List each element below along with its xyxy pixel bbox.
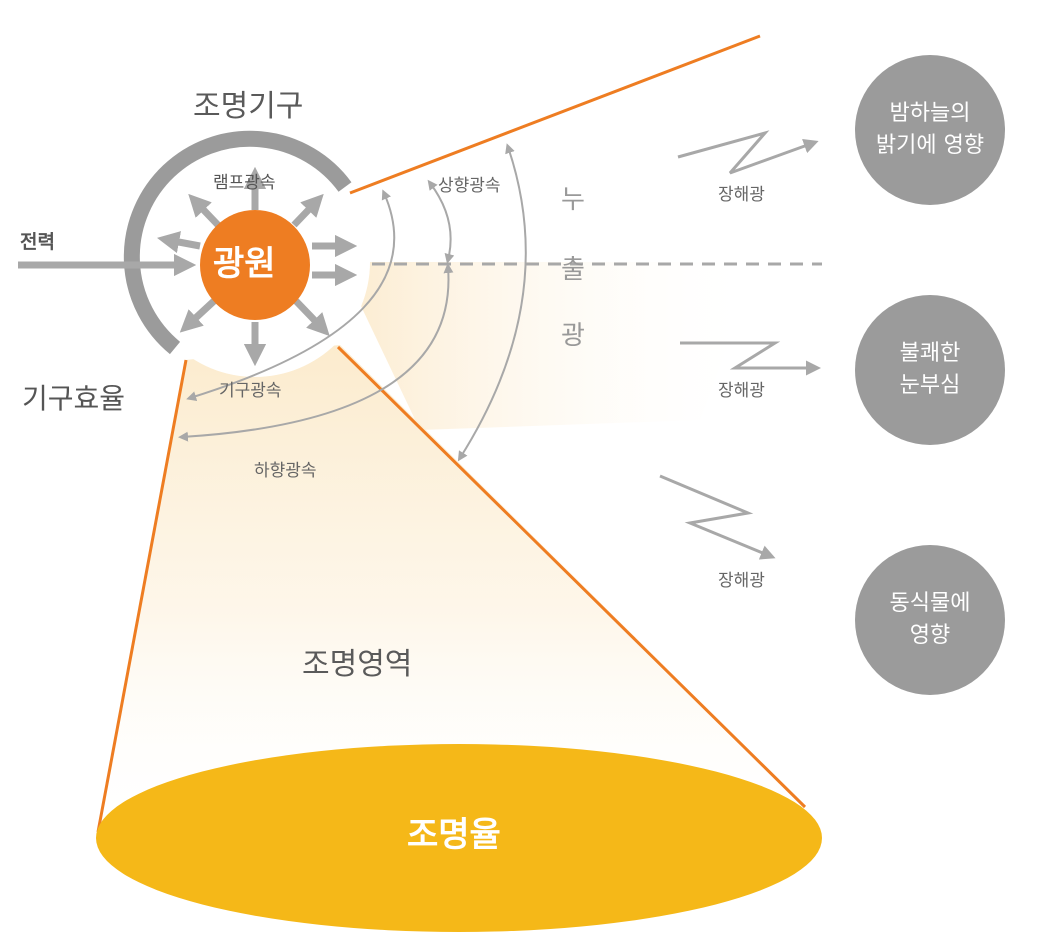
impact-sky-glow-label: 밤하늘의 밝기에 영향 [875, 101, 985, 158]
fixture-label: 조명기구 [193, 89, 304, 124]
upward-flux-label: 상향광속 [438, 176, 501, 196]
impact-glare: 불쾌한 눈부심 [855, 295, 1005, 445]
zigzag-arrow-1 [677, 130, 819, 175]
spill-light-char-3: 광 [561, 321, 585, 351]
fixture-flux-label: 기구광속 [219, 381, 282, 401]
downward-flux-label: 하향광속 [254, 461, 317, 481]
left-beam-line [96, 359, 188, 833]
upper-beam-line [349, 34, 761, 195]
light-source-label: 광원 [213, 244, 276, 284]
spill-light-char-1: 누 [561, 185, 585, 215]
spill-light-glow [340, 262, 760, 430]
obtrusive-light-arrows [659, 130, 821, 560]
impact-glare-label: 불쾌한 눈부심 [899, 341, 961, 398]
impact-sky-glow: 밤하늘의 밝기에 영향 [855, 55, 1005, 205]
power-label: 전력 [20, 231, 55, 253]
zigzag-arrow-2 [680, 341, 821, 376]
obtrusive-light-label-3: 장해광 [718, 571, 765, 591]
illuminated-ground [96, 744, 822, 932]
fixture-housing [123, 130, 352, 355]
downward-flux-arc [178, 263, 454, 442]
spill-light-char-2: 출 [561, 255, 585, 285]
upward-flux-arc [427, 179, 455, 264]
illuminated-area-label: 조명영역 [302, 647, 413, 682]
utilization-factor-label: 조명율 [407, 815, 501, 855]
obtrusive-light-label-2: 장해광 [718, 381, 765, 401]
lamp-flux-label: 램프광속 [213, 173, 276, 193]
impact-ecology-label: 동식물에 영향 [889, 591, 971, 648]
illuminated-area-glow [98, 345, 805, 835]
flux-arcs [178, 143, 527, 462]
spill-light-arc [457, 143, 527, 462]
impact-ecology: 동식물에 영향 [855, 545, 1005, 695]
obtrusive-light-label-1: 장해광 [718, 185, 765, 205]
zigzag-arrow-3 [659, 474, 776, 560]
fixture-efficiency-label: 기구효율 [22, 382, 126, 415]
